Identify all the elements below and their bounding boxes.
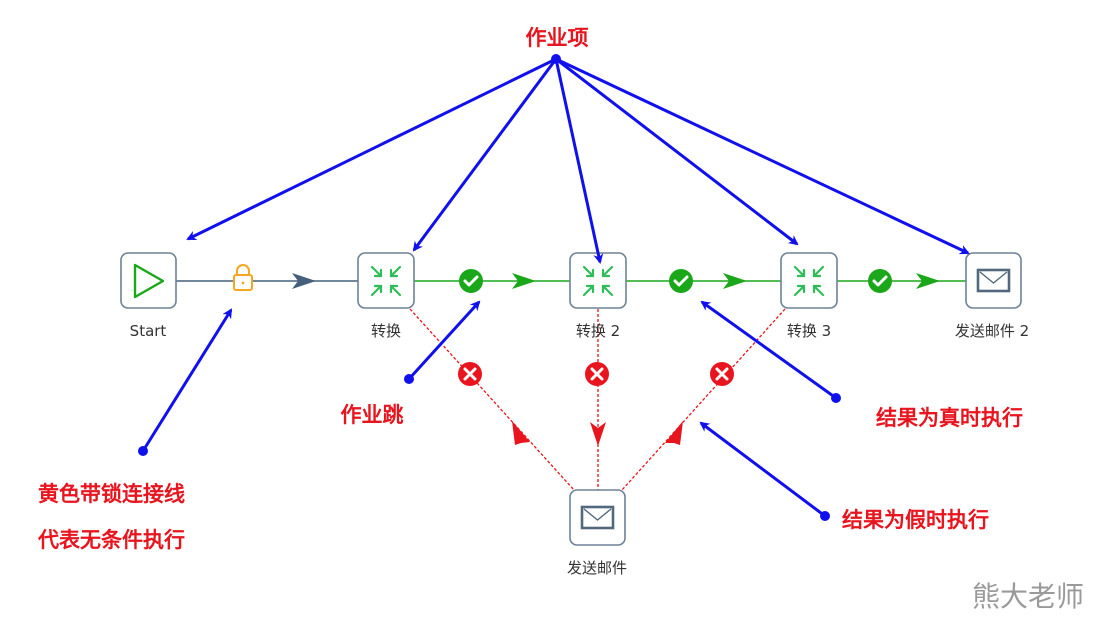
annotation-true-exec: 结果为真时执行 xyxy=(876,406,1023,430)
hop-transform-to-mail-false[interactable] xyxy=(409,308,575,491)
node-label: 转换 2 xyxy=(576,322,620,340)
pointer-arrow-job-hop xyxy=(407,300,481,381)
pointer-arrow-lock xyxy=(141,308,233,452)
check-icon[interactable] xyxy=(459,269,483,293)
node-mail-2[interactable]: 发送邮件 2 xyxy=(955,252,1029,340)
node-label: 转换 3 xyxy=(787,322,831,340)
transform-arrows-icon xyxy=(582,265,614,297)
pointer-arrow-transform xyxy=(412,58,558,252)
hop-arrowhead xyxy=(723,273,747,289)
cross-icon[interactable] xyxy=(585,362,609,386)
watermark: 熊大老师 xyxy=(972,580,1084,613)
hop-transform3-to-mail-false[interactable] xyxy=(621,308,786,491)
play-triangle-icon xyxy=(133,263,165,299)
hop-arrowhead xyxy=(916,273,940,289)
hop-transform2-to-transform3[interactable] xyxy=(626,269,781,293)
hop-arrowhead xyxy=(590,422,606,446)
annotation-job-hop: 作业跳 xyxy=(341,403,404,427)
annotation-lock-line-1: 黄色带锁连接线 xyxy=(38,482,185,506)
node-transform[interactable]: 转换 xyxy=(357,252,415,340)
hop-arrowhead xyxy=(512,273,536,289)
check-icon[interactable] xyxy=(669,269,693,293)
pointer-arrow-mail-2 xyxy=(555,57,970,255)
envelope-icon xyxy=(580,505,615,530)
hop-transform2-to-mail-false[interactable] xyxy=(585,309,609,490)
pointer-arrow-transform-2 xyxy=(554,58,604,264)
transform-arrows-icon xyxy=(793,265,825,297)
node-label: 转换 xyxy=(371,322,401,340)
hop-arrowhead xyxy=(665,421,683,445)
annotation-pointers xyxy=(138,54,970,521)
cross-icon[interactable] xyxy=(458,362,482,386)
check-icon[interactable] xyxy=(868,269,892,293)
transform-arrows-icon xyxy=(370,265,402,297)
lock-icon[interactable] xyxy=(233,264,253,291)
annotation-false-exec: 结果为假时执行 xyxy=(842,508,989,532)
hop-transform-to-transform2[interactable] xyxy=(414,269,570,293)
envelope-icon xyxy=(976,268,1011,293)
node-label: 发送邮件 xyxy=(567,559,627,577)
annotation-lock-line-2: 代表无条件执行 xyxy=(37,528,185,552)
hop-start-to-transform[interactable] xyxy=(176,264,358,291)
hop-transform3-to-mail2[interactable] xyxy=(837,269,966,293)
hop-arrowhead xyxy=(292,273,316,289)
hop-arrowhead xyxy=(512,421,530,445)
node-transform-2[interactable]: 转换 2 xyxy=(569,252,627,340)
pointer-arrow-false xyxy=(699,421,826,518)
annotation-job-item: 作业项 xyxy=(526,26,589,50)
pointer-arrow-true xyxy=(700,300,837,400)
pointer-arrow-transform-3 xyxy=(555,57,799,246)
node-start[interactable]: Start xyxy=(120,252,177,340)
node-label: 发送邮件 2 xyxy=(955,322,1029,340)
node-transform-3[interactable]: 转换 3 xyxy=(780,252,838,340)
node-mail[interactable]: 发送邮件 xyxy=(567,489,627,577)
cross-icon[interactable] xyxy=(710,362,734,386)
pointer-arrow-start xyxy=(186,57,557,241)
node-label: Start xyxy=(130,322,167,340)
